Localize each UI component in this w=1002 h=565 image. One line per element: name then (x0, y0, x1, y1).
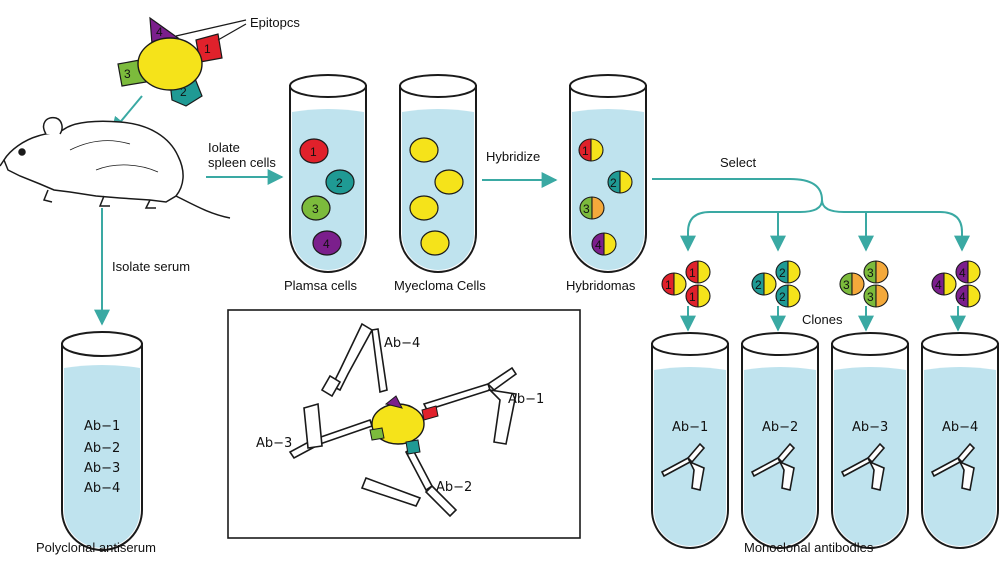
plasma-cell-3-num: 3 (312, 202, 319, 216)
clone-cell: 2 (775, 260, 801, 284)
plasma-cell-2-num: 2 (336, 176, 343, 190)
monoclonal-ab-2: Ab−2 (762, 420, 798, 435)
clone-cell-num: 4 (935, 278, 942, 292)
monoclonal-ab-3: Ab−3 (852, 420, 888, 435)
clone-cell: 4 (955, 260, 981, 284)
center-ab-1: Ab−1 (508, 392, 544, 407)
monoclonal-tubes: Ab−1 Ab−2 Ab−3 Ab−4 (651, 332, 999, 549)
hybridomas-tube: 1 2 3 4 (569, 74, 647, 273)
myeloma-cells-label: Myecloma Cells (394, 278, 486, 293)
clone-cell: 3 (863, 284, 889, 308)
clone-cell-num: 3 (843, 278, 850, 292)
myeloma-cells-tube (399, 74, 477, 273)
clone-cell: 3 (839, 272, 865, 296)
epitope-4-label: 4 (156, 25, 163, 39)
clone-cell: 1 (685, 260, 711, 284)
isolate-spleen-label-1: Iolate (208, 140, 240, 155)
polyclonal-ab-2: Ab−2 (84, 441, 120, 456)
clone-cell-num: 2 (779, 290, 786, 304)
center-ab-2: Ab−2 (436, 480, 472, 495)
clone-cell-num: 3 (867, 266, 874, 280)
hybridoma-1-num: 1 (582, 144, 589, 158)
clones-group: 1 1 1 2 2 2 3 3 3 4 4 4 (661, 260, 981, 308)
center-antigen-complex (288, 322, 518, 518)
select-tree (652, 178, 970, 252)
monoclonal-ab-4: Ab−4 (942, 420, 978, 435)
epitope-3-label: 3 (124, 67, 131, 81)
antibody-sketch-icon (660, 442, 706, 491)
clone-cell-num: 1 (689, 266, 696, 280)
polyclonal-ab-4: Ab−4 (84, 481, 120, 496)
polyclonal-label: Polyclonal antiserum (36, 540, 156, 555)
clone-cell: 1 (685, 284, 711, 308)
center-ab-3: Ab−3 (256, 436, 292, 451)
plasma-cell-4-num: 4 (323, 237, 330, 251)
monoclonal-ab-1: Ab−1 (672, 420, 708, 435)
clone-cell-num: 2 (755, 278, 762, 292)
clone-cell-num: 4 (959, 290, 966, 304)
clone-cell: 1 (661, 272, 687, 296)
isolate-serum-label: Isolate serum (112, 259, 190, 274)
hybridoma-3-num: 3 (583, 202, 590, 216)
clones-label: Clones (802, 312, 843, 327)
monoclonal-tube-3: Ab−3 (831, 332, 909, 549)
epitope-1-label: 1 (204, 42, 211, 56)
clone-cell-num: 3 (867, 290, 874, 304)
select-label: Select (720, 155, 757, 170)
polyclonal-ab-3: Ab−3 (84, 461, 120, 476)
monoclonal-label: Monoclonal antibodles (744, 540, 874, 555)
antibody-sketch-icon (840, 442, 886, 491)
monoclonal-tube-4: Ab−4 (921, 332, 999, 549)
plasma-cells-tube: 1 2 3 4 (289, 74, 367, 273)
antibody-sketch-icon (750, 442, 796, 491)
hybridoma-2-num: 2 (610, 176, 617, 190)
isolate-spleen-label-2: spleen cells (208, 155, 276, 170)
monoclonal-tube-2: Ab−2 (741, 332, 819, 549)
polyclonal-ab-1: Ab−1 (84, 419, 120, 434)
clone-cell: 2 (751, 272, 777, 296)
clone-cell: 4 (955, 284, 981, 308)
hybridize-label: Hybridize (486, 149, 540, 164)
plasma-cell-1-num: 1 (310, 145, 317, 159)
center-ab-4: Ab−4 (384, 336, 420, 351)
epitope-2-label: 2 (180, 85, 187, 99)
monoclonal-tube-1: Ab−1 (651, 332, 729, 549)
antibody-sketch-icon (930, 442, 976, 491)
mouse-icon (0, 116, 231, 219)
hybridomas-label: Hybridomas (566, 278, 636, 293)
polyclonal-tube: Ab−1 Ab−2 Ab−3 Ab−4 (61, 331, 143, 551)
clone-cell-num: 2 (779, 266, 786, 280)
plasma-cells-label: Plamsa cells (284, 278, 357, 293)
clone-cell-num: 4 (959, 266, 966, 280)
clone-cell-num: 1 (689, 290, 696, 304)
clone-cell: 3 (863, 260, 889, 284)
epitopes-label: Epitopcs (250, 15, 300, 30)
clone-cell-num: 1 (665, 278, 672, 292)
antigen-icon: 4 1 3 2 (117, 16, 223, 107)
clone-cell: 2 (775, 284, 801, 308)
clone-cell: 4 (931, 272, 957, 296)
hybridoma-4-num: 4 (595, 238, 602, 252)
